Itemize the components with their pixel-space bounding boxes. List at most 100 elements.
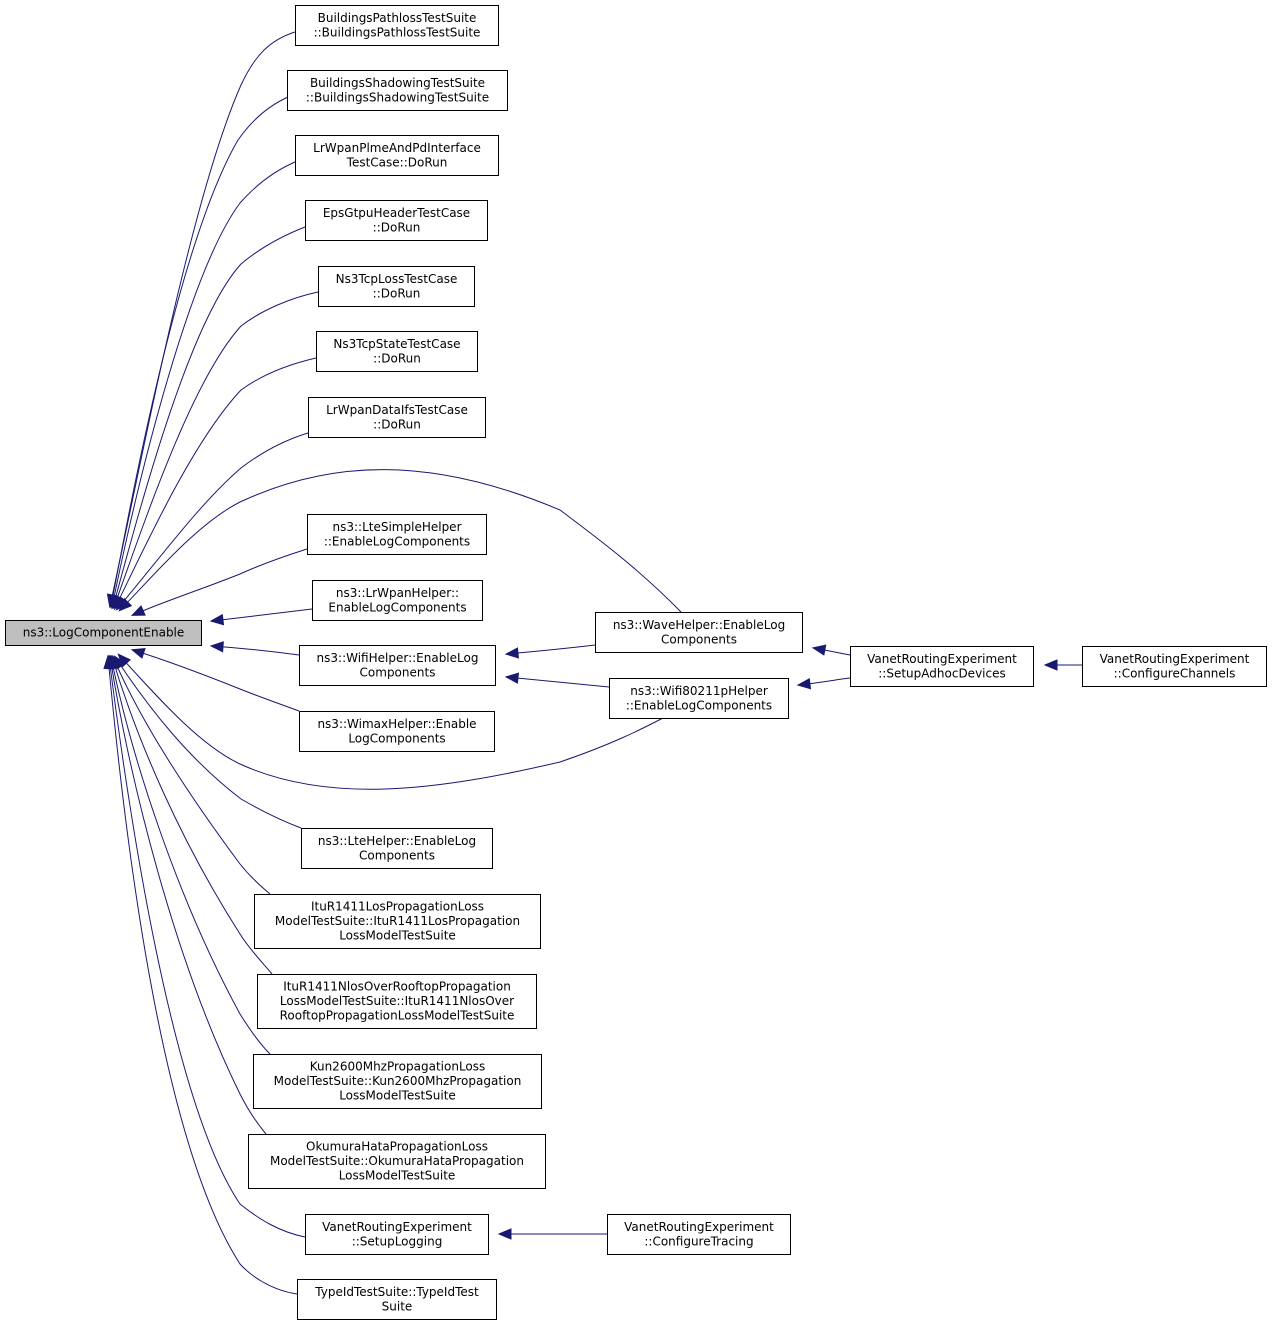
edge-n20-to-n10 [504, 672, 610, 688]
node-label-line: ::SetupLogging [352, 1234, 443, 1248]
node-box [316, 331, 478, 372]
node-lrwpandataifstestcase-dorun[interactable]: LrWpanDataIfsTestCase::DoRun [308, 397, 486, 438]
node-epsgtpuheadertestcase-dorun[interactable]: EpsGtpuHeaderTestCase::DoRun [305, 200, 488, 241]
edge-n22-to-n21 [1043, 659, 1082, 671]
node-label-line: LrWpanPlmeAndPdInterface [313, 141, 481, 155]
node-label-line: ::EnableLogComponents [626, 698, 772, 712]
node-label-line: ModelTestSuite::OkumuraHataPropagation [270, 1154, 524, 1168]
arrowhead [796, 677, 812, 690]
edge-line [109, 656, 267, 1135]
node-box [1082, 646, 1267, 687]
node-okumurahatapropagationloss-modeltestsuite-okumurahatapropagation-lossmodeltestsuite[interactable]: OkumuraHataPropagationLossModelTestSuite… [248, 1134, 546, 1189]
node-label-line: EnableLogComponents [328, 600, 466, 614]
edge-line [110, 96, 289, 607]
node-label-line: Ns3TcpLossTestCase [336, 272, 458, 286]
node-itur1411lospropagationloss-modeltestsuite-itur1411lospropagation-lossmodeltestsuite[interactable]: ItuR1411LosPropagationLossModelTestSuite… [254, 894, 541, 949]
node-label-line: BuildingsPathlossTestSuite [318, 11, 477, 25]
edge-line [113, 291, 319, 608]
arrowhead [504, 672, 520, 684]
edge-n21-to-n19 [811, 644, 851, 656]
node-box [295, 5, 499, 46]
node-vanetroutingexperiment-configuretracing[interactable]: VanetRoutingExperiment::ConfigureTracing [607, 1214, 791, 1255]
node-box [257, 974, 537, 1029]
node-label-line: LogComponents [348, 731, 445, 745]
node-label-line: LossModelTestSuite [339, 1169, 456, 1183]
arrowhead [209, 613, 225, 626]
arrowhead [1043, 659, 1058, 671]
node-label-line: LossModelTestSuite [339, 1089, 456, 1103]
node-label-line: ::DoRun [373, 286, 421, 300]
node-label-line: ns3::WaveHelper::EnableLog [613, 618, 785, 632]
node-label-line: OkumuraHataPropagationLoss [306, 1140, 488, 1154]
edge-line [506, 644, 596, 655]
node-label-line: Components [661, 632, 737, 646]
node-label-line: Ns3TcpStateTestCase [333, 337, 460, 351]
node-label-line: ::BuildingsShadowingTestSuite [306, 90, 489, 104]
edge-line [211, 608, 313, 622]
edge-line [119, 469, 682, 613]
node-box [305, 1214, 489, 1255]
node-label-line: LossModelTestSuite [339, 929, 456, 943]
node-box [299, 645, 496, 686]
edge-line [114, 357, 317, 609]
node-ns3tcpstatetestcase-dorun[interactable]: Ns3TcpStateTestCase::DoRun [316, 331, 478, 372]
node-ns3-wavehelper-enablelog-components[interactable]: ns3::WaveHelper::EnableLogComponents [595, 612, 803, 653]
node-typeidtestsuite-typeidtest-suite[interactable]: TypeIdTestSuite::TypeIdTestSuite [297, 1279, 497, 1320]
node-ns3-ltesimplehelper-enablelogcomponents[interactable]: ns3::LteSimpleHelper::EnableLogComponent… [307, 514, 487, 555]
edge-line [110, 656, 271, 1055]
edge-line [108, 656, 306, 1238]
node-label-line: TestCase::DoRun [346, 155, 448, 169]
node-label-line: ns3::Wifi80211pHelper [630, 684, 768, 698]
node-box [295, 135, 499, 176]
edge-n18-to-root [103, 654, 298, 1295]
arrowhead [209, 641, 224, 653]
edge-n5-to-root [112, 291, 319, 610]
node-vanetroutingexperiment-configurechannels[interactable]: VanetRoutingExperiment::ConfigureChannel… [1082, 646, 1267, 687]
edge-n19-to-n10 [504, 644, 596, 659]
node-label-line: ::ConfigureChannels [1114, 666, 1236, 680]
node-label-line: VanetRoutingExperiment [867, 652, 1017, 666]
node-vanetroutingexperiment-setupadhocdevices[interactable]: VanetRoutingExperiment::SetupAdhocDevice… [850, 646, 1034, 687]
node-buildingsshadowingtestsuite-buildingsshadowingtestsuite[interactable]: BuildingsShadowingTestSuite::BuildingsSh… [287, 70, 508, 111]
node-label-line: ::SetupAdhocDevices [878, 666, 1005, 680]
node-kun2600mhzpropagationloss-modeltestsuite-kun2600mhzpropagation-lossmodeltestsuite[interactable]: Kun2600MhzPropagationLossModelTestSuite:… [253, 1054, 542, 1109]
node-label-line: RooftopPropagationLossModelTestSuite [280, 1009, 515, 1023]
edge-n12-to-root [113, 655, 302, 829]
edge-n23-to-n17 [497, 1228, 607, 1240]
node-ns3-wifihelper-enablelog-components[interactable]: ns3::WifiHelper::EnableLogComponents [299, 645, 496, 686]
node-buildingspathlosstestsuite-buildingspathlosstestsuite[interactable]: BuildingsPathlossTestSuite::BuildingsPat… [295, 5, 499, 46]
edge-line [506, 676, 610, 688]
node-label-line: LrWpanDataIfsTestCase [326, 403, 468, 417]
node-ns3-logcomponentenable[interactable]: ns3::LogComponentEnable [5, 620, 202, 646]
node-label-line: ::BuildingsPathlossTestSuite [314, 25, 481, 39]
node-itur1411nlosoverrooftoppropagation-lossmodeltestsuite-itur1411nlosover-rooftoppropagationlossmodeltestsuite[interactable]: ItuR1411NlosOverRooftopPropagationLossMo… [257, 974, 537, 1029]
node-label-line: Suite [382, 1299, 413, 1313]
edge-line [118, 654, 664, 790]
node-label-line: BuildingsShadowingTestSuite [310, 76, 485, 90]
edges-layer [103, 31, 1082, 1295]
node-ns3-ltehelper-enablelog-components[interactable]: ns3::LteHelper::EnableLogComponents [301, 828, 493, 869]
edge-line [111, 161, 296, 608]
edge-n6-to-root [113, 357, 317, 611]
edge-line [112, 226, 306, 608]
node-label-line: EpsGtpuHeaderTestCase [323, 206, 470, 220]
node-label-line: Kun2600MhzPropagationLoss [310, 1060, 486, 1074]
node-box [312, 580, 483, 621]
edge-line [112, 656, 271, 895]
node-label-line: ns3::WimaxHelper::Enable [317, 717, 476, 731]
node-ns3-wimaxhelper-enable-logcomponents[interactable]: ns3::WimaxHelper::EnableLogComponents [299, 711, 495, 752]
edge-n9-to-root [209, 608, 313, 626]
node-vanetroutingexperiment-setuplogging[interactable]: VanetRoutingExperiment::SetupLogging [305, 1214, 489, 1255]
node-ns3-wifi80211phelper-enablelogcomponents[interactable]: ns3::Wifi80211pHelper::EnableLogComponen… [609, 678, 789, 719]
node-label-line: VanetRoutingExperiment [624, 1220, 774, 1234]
node-box [248, 1134, 546, 1189]
edge-line [114, 656, 302, 829]
node-ns3-lrwpanhelper-enablelogcomponents[interactable]: ns3::LrWpanHelper::EnableLogComponents [312, 580, 483, 621]
node-box [318, 266, 475, 307]
arrowhead [118, 597, 133, 612]
node-ns3tcplosstestcase-dorun[interactable]: Ns3TcpLossTestCase::DoRun [318, 266, 475, 307]
node-label-line: TypeIdTestSuite::TypeIdTest [314, 1285, 479, 1299]
node-label-line: ::ConfigureTracing [644, 1234, 753, 1248]
